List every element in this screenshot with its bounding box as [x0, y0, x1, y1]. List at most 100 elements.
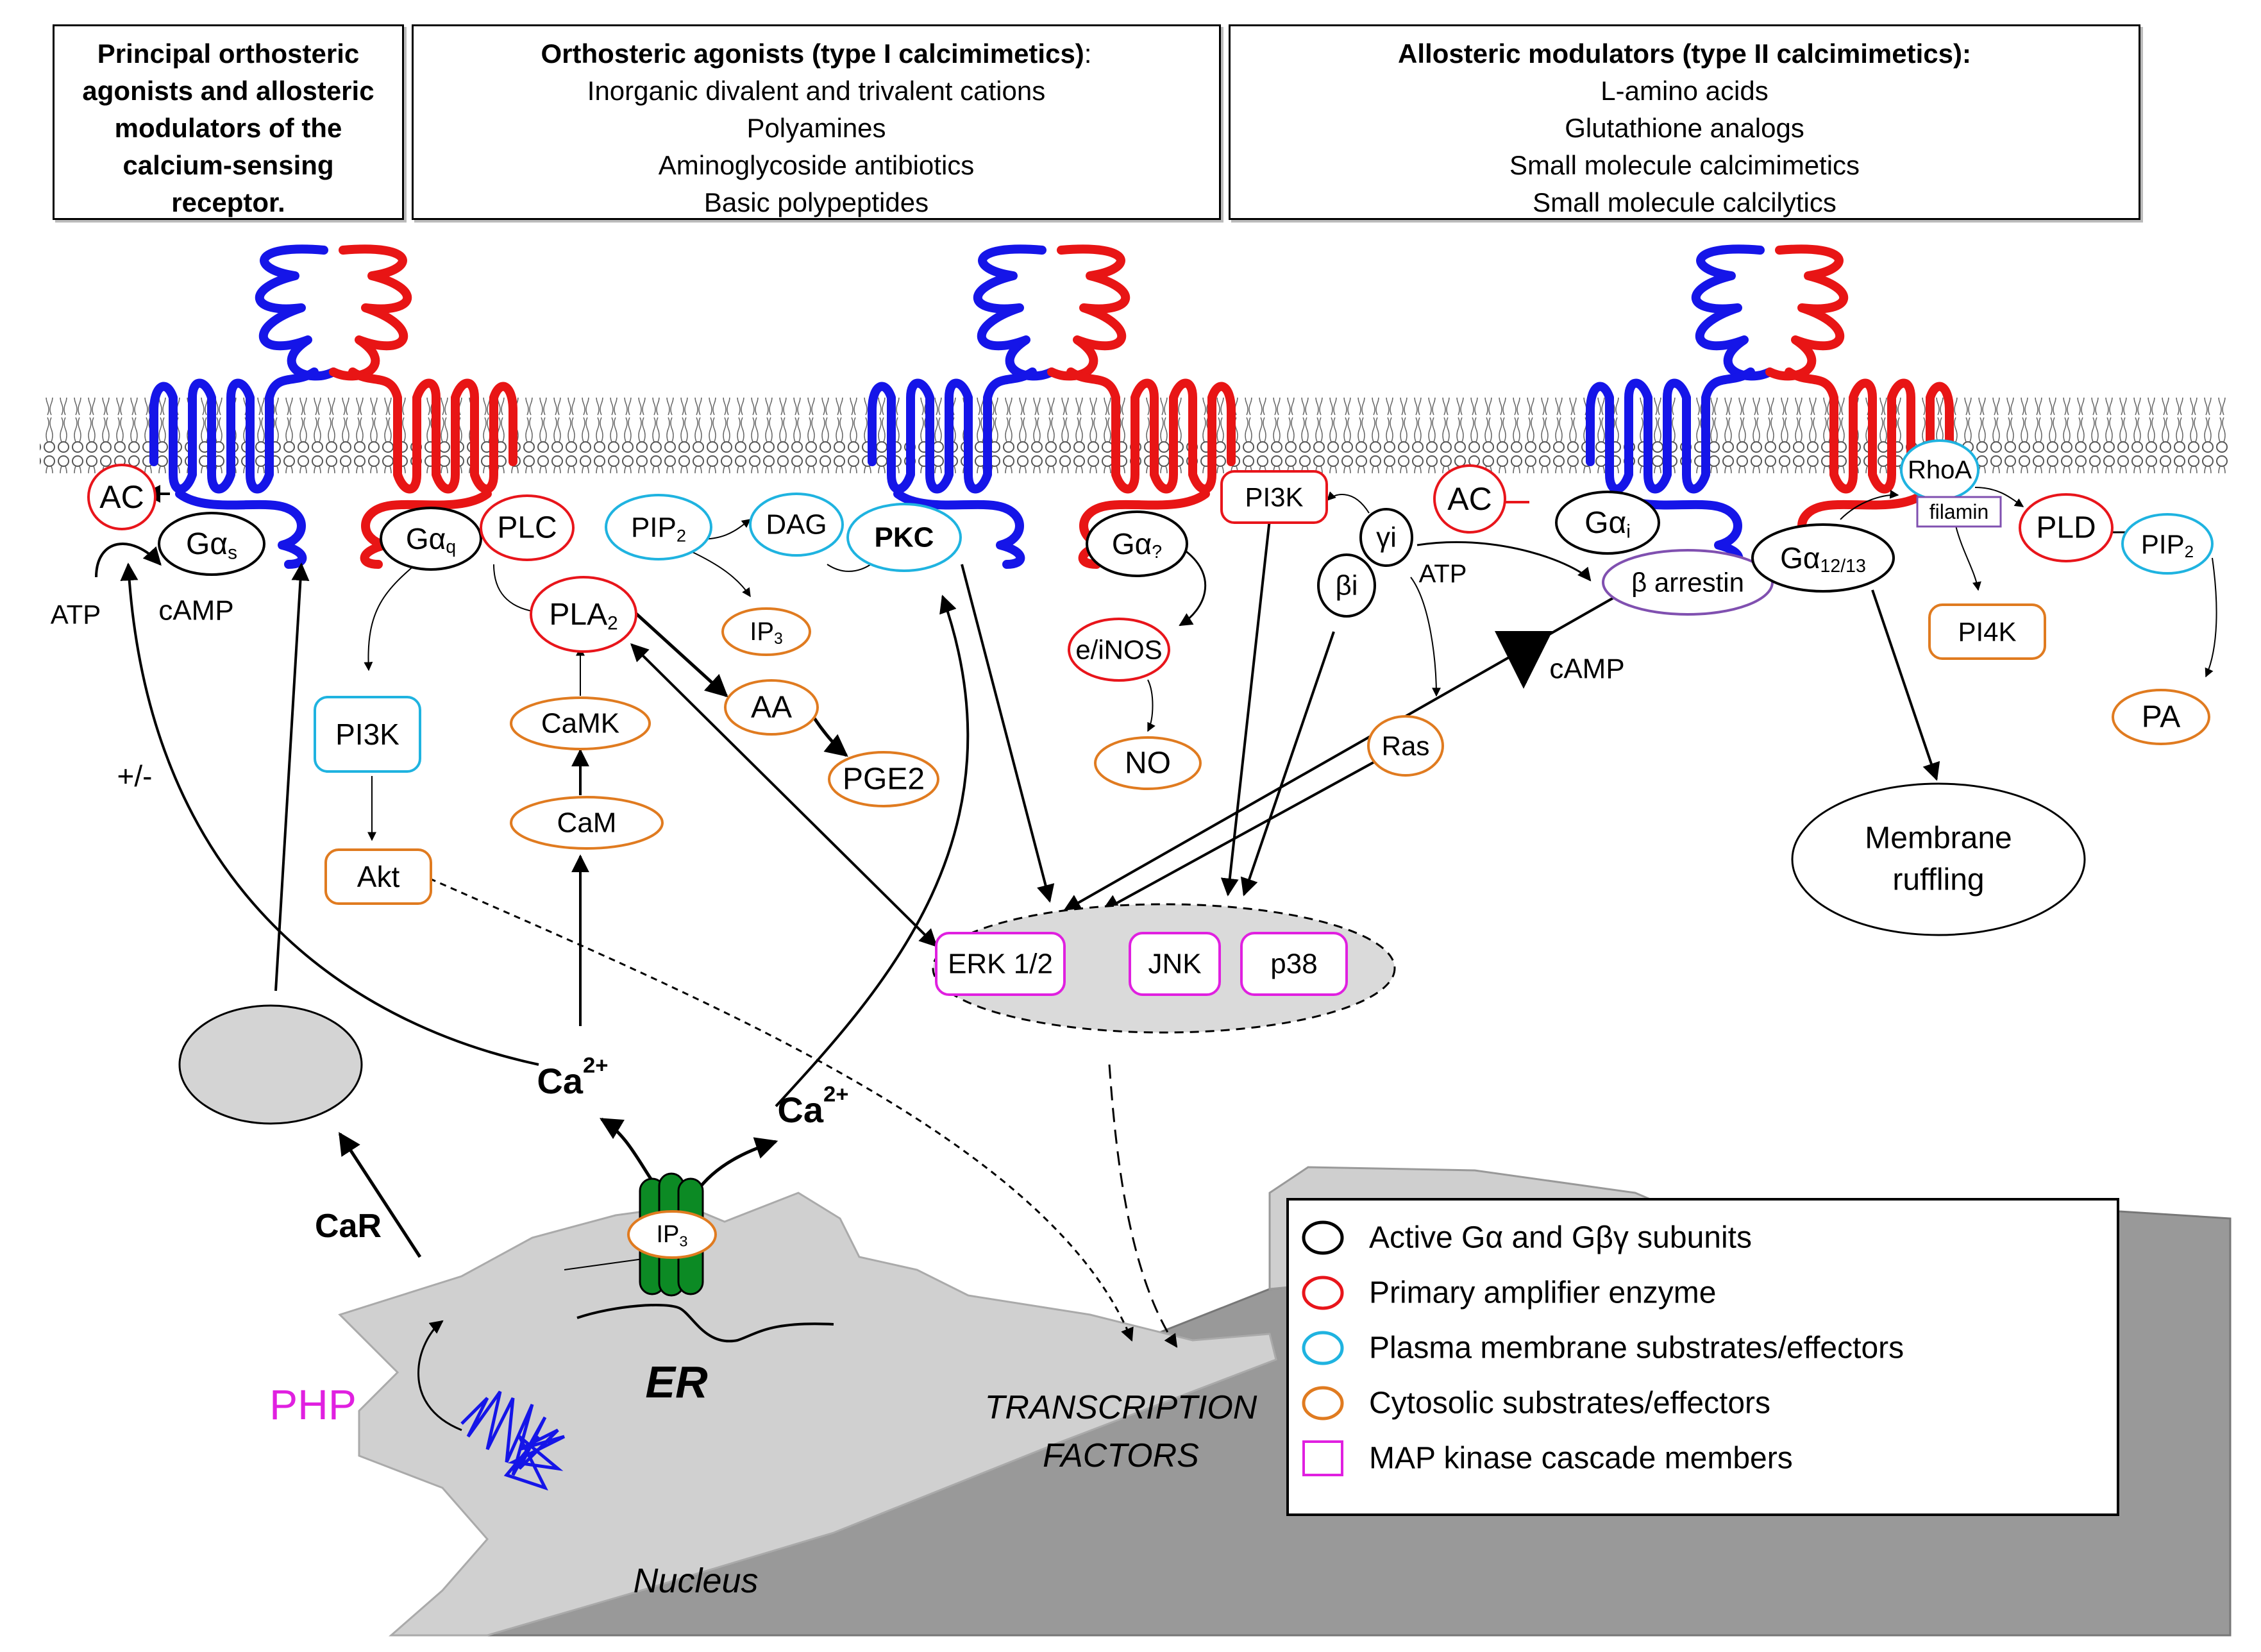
allosteric-item-1: L-amino acids [1601, 76, 1769, 106]
legend-label: Plasma membrane substrates/effectors [1369, 1331, 1904, 1365]
rhoa-node-label: RhoA [1908, 456, 1972, 484]
legend-swatch [1302, 1220, 1344, 1255]
pge2-node-label: PGE2 [843, 763, 925, 796]
arrow-ca2-pkc [775, 594, 970, 1108]
pa-node-label: PA [2142, 700, 2180, 734]
arrow-mapk-tf [1108, 1064, 1178, 1348]
receptor-dimer-2 [868, 244, 1236, 569]
arrow-rhoa-pld [1974, 487, 2024, 507]
allosteric-item-3: Small molecule calcimimetics [1509, 150, 1860, 180]
membrane-ruffling-label-1: Membrane [1865, 822, 2012, 856]
pi3k-node-2: PI3K [1220, 470, 1328, 524]
ac-node-label: AC [99, 479, 144, 515]
dag-node-label: DAG [766, 509, 827, 541]
plus-minus-label: +/- [117, 759, 153, 793]
arrow-ca-ac [120, 562, 539, 1066]
arrow-car-vesicle [338, 1132, 422, 1258]
orthosteric-item-4: Basic polypeptides [703, 187, 929, 217]
no-node-label: NO [1125, 746, 1171, 780]
legend-swatch [1302, 1331, 1344, 1365]
atp-label-1: ATP [51, 600, 101, 630]
orthosteric-item-2: Polyamines [746, 113, 886, 143]
erk-node-label: ERK 1/2 [948, 948, 1053, 980]
gas-node: Gαs [158, 512, 265, 576]
gas-node-label: Gαs [186, 527, 237, 563]
plc-node-label: PLC [497, 511, 557, 545]
camp-label-1: cAMP [158, 595, 233, 627]
arrow-beta-erk [1240, 631, 1335, 897]
er-label: ER [645, 1357, 708, 1407]
nucleus-label: Nucleus [633, 1562, 758, 1600]
legend-label: Cytosolic substrates/effectors [1369, 1386, 1770, 1420]
arrow-gamma-ras [1410, 577, 1441, 697]
cam-node-label: CaM [557, 807, 617, 839]
plc-node: PLC [480, 494, 575, 561]
atp-label-2: ATP [1419, 560, 1467, 588]
pld-node: PLD [2019, 493, 2114, 562]
arrow-gamma-pi3k [1327, 491, 1370, 514]
er-membrane-line-1 [576, 1304, 834, 1343]
legend-swatch [1302, 1276, 1344, 1310]
arrow-gaunknown-einos [1179, 550, 1206, 627]
arrow-ras-erk [1101, 755, 1384, 912]
ip3-node-1-label: IP3 [750, 618, 783, 648]
filamin-label: filamin [1929, 500, 1988, 523]
erk-node: ERK 1/2 [935, 932, 1066, 996]
arrow-pip2-ip3 [691, 551, 751, 598]
ac-node-2: AC [1433, 464, 1506, 534]
beta-i-node-label: βi [1335, 570, 1357, 602]
ac-node-2-label: AC [1447, 481, 1492, 517]
legend-item: Primary amplifier enzyme [1302, 1276, 1716, 1310]
pkc-node-label: PKC [875, 522, 934, 553]
orthosteric-item-1: Inorganic divalent and trivalent cations [587, 76, 1046, 106]
ga-unknown-node-label: Gα? [1112, 527, 1162, 562]
gamma-i-node: γi [1359, 508, 1413, 567]
pla2-node-label: PLA2 [549, 598, 618, 634]
header-box-principal: Principal orthosteric agonists and allos… [53, 24, 404, 220]
gamma-i-node-label: γi [1376, 522, 1397, 553]
jnk-node-label: JNK [1148, 948, 1201, 980]
legend [1286, 1198, 2119, 1516]
gaq-node: Gαq [380, 507, 482, 571]
pi3k-node-1: PI3K [314, 696, 421, 773]
legend-swatch [1302, 1440, 1343, 1476]
pi3k-node-1-label: PI3K [335, 718, 399, 751]
ga1213-node-label: Gα12/13 [1780, 541, 1866, 577]
legend-item: MAP kinase cascade members [1302, 1440, 1793, 1476]
pip2-node-1-label: PIP2 [631, 512, 686, 545]
arrow-akt-tf [429, 877, 1134, 1342]
header-principal-line-4: calcium-sensing [122, 150, 334, 180]
ip3-er-node: IP3 [627, 1210, 717, 1259]
header-principal-line-5: receptor. [171, 187, 285, 217]
legend-label: Primary amplifier enzyme [1369, 1276, 1716, 1310]
receptor-dimer-1 [149, 244, 517, 569]
ca-label-1: Ca2+ [537, 1053, 608, 1100]
tf-label-2: FACTORS [1043, 1437, 1199, 1474]
arrow-pi3k2-erk [1220, 519, 1271, 897]
arrow-aa-pge2 [812, 717, 848, 757]
pld-node-label: PLD [2036, 511, 2096, 545]
header-principal-line-3: modulators of the [114, 113, 342, 143]
allosteric-item-4: Small molecule calcilytics [1533, 187, 1837, 217]
camk-node-label: CaMK [541, 708, 619, 739]
arrow-vesicle-gas [274, 562, 310, 991]
pi3k-node-2-label: PI3K [1245, 482, 1303, 512]
arrow-einos-no [1147, 679, 1156, 732]
arrow-pkc-erk [961, 564, 1055, 903]
header-box-allosteric: Allosteric modulators (type II calcimime… [1229, 24, 2140, 220]
akt-node: Akt [324, 848, 432, 905]
beta-arrestin-node-label: β arrestin [1631, 568, 1744, 598]
legend-label: MAP kinase cascade members [1369, 1442, 1793, 1476]
pge2-node: PGE2 [828, 751, 939, 807]
gai-node-label: Gαi [1584, 506, 1631, 542]
dag-node: DAG [749, 493, 844, 557]
ras-node-label: Ras [1382, 731, 1430, 761]
arrow-filamin-pi4k [1955, 525, 1981, 591]
arrow-ga1213-ruffling [1871, 589, 1940, 781]
membrane-ruffling-oval [1791, 782, 2086, 936]
camk-node: CaMK [510, 696, 651, 750]
rhoa-node: RhoA [1900, 439, 1979, 501]
akt-node-label: Akt [357, 860, 400, 893]
arrow-atp-camp-down [1416, 541, 1592, 582]
